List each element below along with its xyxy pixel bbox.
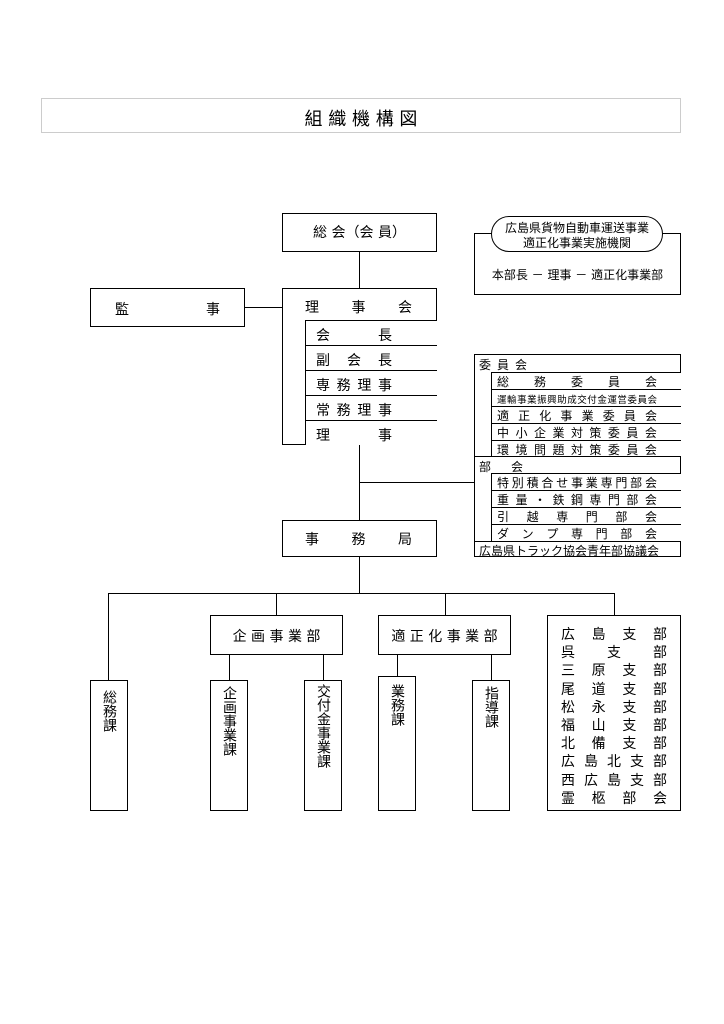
line-planning-left xyxy=(229,655,230,680)
board-member-executive-director: 専務理事 xyxy=(316,378,392,394)
committee-divider xyxy=(491,406,681,407)
compliance-dept-box xyxy=(378,615,511,655)
board-member-managing-director: 常務理事 xyxy=(316,403,392,419)
branch-item: 北備支部 xyxy=(561,736,667,753)
board-member-row xyxy=(305,395,437,396)
org-note-oval-line2: 適正化事業実施機関 xyxy=(522,236,631,250)
subcommittee-item: ダンプ専門部会 xyxy=(497,527,657,541)
branch-item: 福山支部 xyxy=(561,718,667,734)
general-affairs-section-box xyxy=(90,680,128,811)
title-box xyxy=(41,98,681,133)
board-header-char: 事 xyxy=(351,300,366,316)
planning-dept-label: 企 画 事 業 部 xyxy=(232,629,321,645)
board-header-char: 理 xyxy=(305,300,319,316)
branch-item: 三原支部 xyxy=(561,663,667,680)
branch-item: 松永支部 xyxy=(561,699,667,716)
committees-header-2-row xyxy=(474,456,681,457)
board-members-box xyxy=(305,320,437,445)
board-member-row xyxy=(305,420,437,421)
committee-divider xyxy=(491,389,681,390)
committees-header-1: 委員会 xyxy=(479,358,534,372)
branch-item: 尾道支部 xyxy=(561,681,667,698)
subsidy-section-label: 交付金事業課 xyxy=(315,684,331,768)
subcommittee-divider xyxy=(491,507,681,508)
committees-header-2: 部会 xyxy=(479,460,523,474)
youth-council: 広島県トラック協会青年部協議会 xyxy=(479,544,660,558)
branch-item: 広島北支部 xyxy=(561,754,667,771)
board-header-char: 会 xyxy=(398,300,412,316)
line-compliance-left xyxy=(397,655,398,676)
secretariat-label: 事務局 xyxy=(305,532,412,548)
auditor-char: 事 xyxy=(206,302,220,318)
committee-item: 運輸事業振興助成交付金運営委員会 xyxy=(497,395,657,406)
general-affairs-section-label: 総務課 xyxy=(101,690,117,732)
general-meeting-box xyxy=(282,213,437,252)
line-auditor-to-board xyxy=(245,307,282,308)
branches-box xyxy=(547,615,681,811)
org-note-chain: 本部長 － 理事 － 適正化事業部 xyxy=(491,268,664,282)
committee-divider xyxy=(491,423,681,424)
branch-item: 西広島支部 xyxy=(561,772,667,789)
auditor-char: 監 xyxy=(115,302,129,318)
operations-section-label: 業務課 xyxy=(389,684,405,726)
subcommittee-divider xyxy=(491,524,681,525)
branch-item: 呉支部 xyxy=(561,645,667,662)
subcommittee-item: 重量・鉄鋼専門部会 xyxy=(497,493,657,507)
planning-section-box xyxy=(210,680,248,811)
line-secretariat-down xyxy=(359,557,360,593)
line-to-general-affairs xyxy=(108,593,109,680)
committee-divider xyxy=(491,440,681,441)
guidance-section-label: 指導課 xyxy=(483,686,499,728)
board-header: 理 事 会 xyxy=(305,297,412,317)
line-to-planning xyxy=(276,593,277,615)
line-to-compliance xyxy=(445,593,446,615)
subcommittee-item: 特別積合せ事業専門部会 xyxy=(497,476,657,490)
board-member-president: 会長 xyxy=(316,328,392,344)
subcommittee-item: 引越専門部会 xyxy=(497,510,657,524)
board-member-row xyxy=(305,345,437,346)
branch-item: 霊柩部会 xyxy=(561,790,667,807)
branch-item: 広島支部 xyxy=(561,627,667,643)
committee-item: 適正化事業委員会 xyxy=(497,409,657,423)
page-title: 組 織 機 構 図 xyxy=(304,109,418,130)
youth-row xyxy=(474,541,681,542)
line-compliance-right xyxy=(491,655,492,680)
line-horizontal-branch xyxy=(108,593,614,594)
planning-dept-box xyxy=(210,615,343,655)
general-meeting-label: 総 会（会 員） xyxy=(313,225,406,241)
board-member-vice-president: 副会長 xyxy=(316,353,392,369)
auditor-box xyxy=(90,288,245,327)
board-member-director: 理事 xyxy=(316,428,392,444)
auditor-label: 監 事 xyxy=(115,299,220,319)
committees-list-1 xyxy=(491,372,681,456)
planning-section-label: 企画事業課 xyxy=(221,686,237,756)
committee-item: 環境問題対策委員会 xyxy=(497,443,657,457)
compliance-dept-label: 適 正 化 事 業 部 xyxy=(391,629,498,645)
subsidy-section-box xyxy=(304,680,342,811)
committee-item: 中小企業対策委員会 xyxy=(497,426,657,440)
subcommittee-divider xyxy=(491,490,681,491)
secretariat-box xyxy=(282,520,437,557)
line-general-to-board xyxy=(359,252,360,288)
committee-item: 総務委員会 xyxy=(497,375,657,389)
org-note-oval xyxy=(491,216,663,252)
board-member-row xyxy=(305,370,437,371)
line-to-branches xyxy=(614,593,615,615)
line-to-committees xyxy=(359,482,474,483)
org-note-oval-line1: 広島県貨物自動車運送事業 xyxy=(504,221,649,235)
line-planning-right xyxy=(323,655,324,680)
operations-section-box xyxy=(378,676,416,811)
guidance-section-box xyxy=(472,680,510,811)
